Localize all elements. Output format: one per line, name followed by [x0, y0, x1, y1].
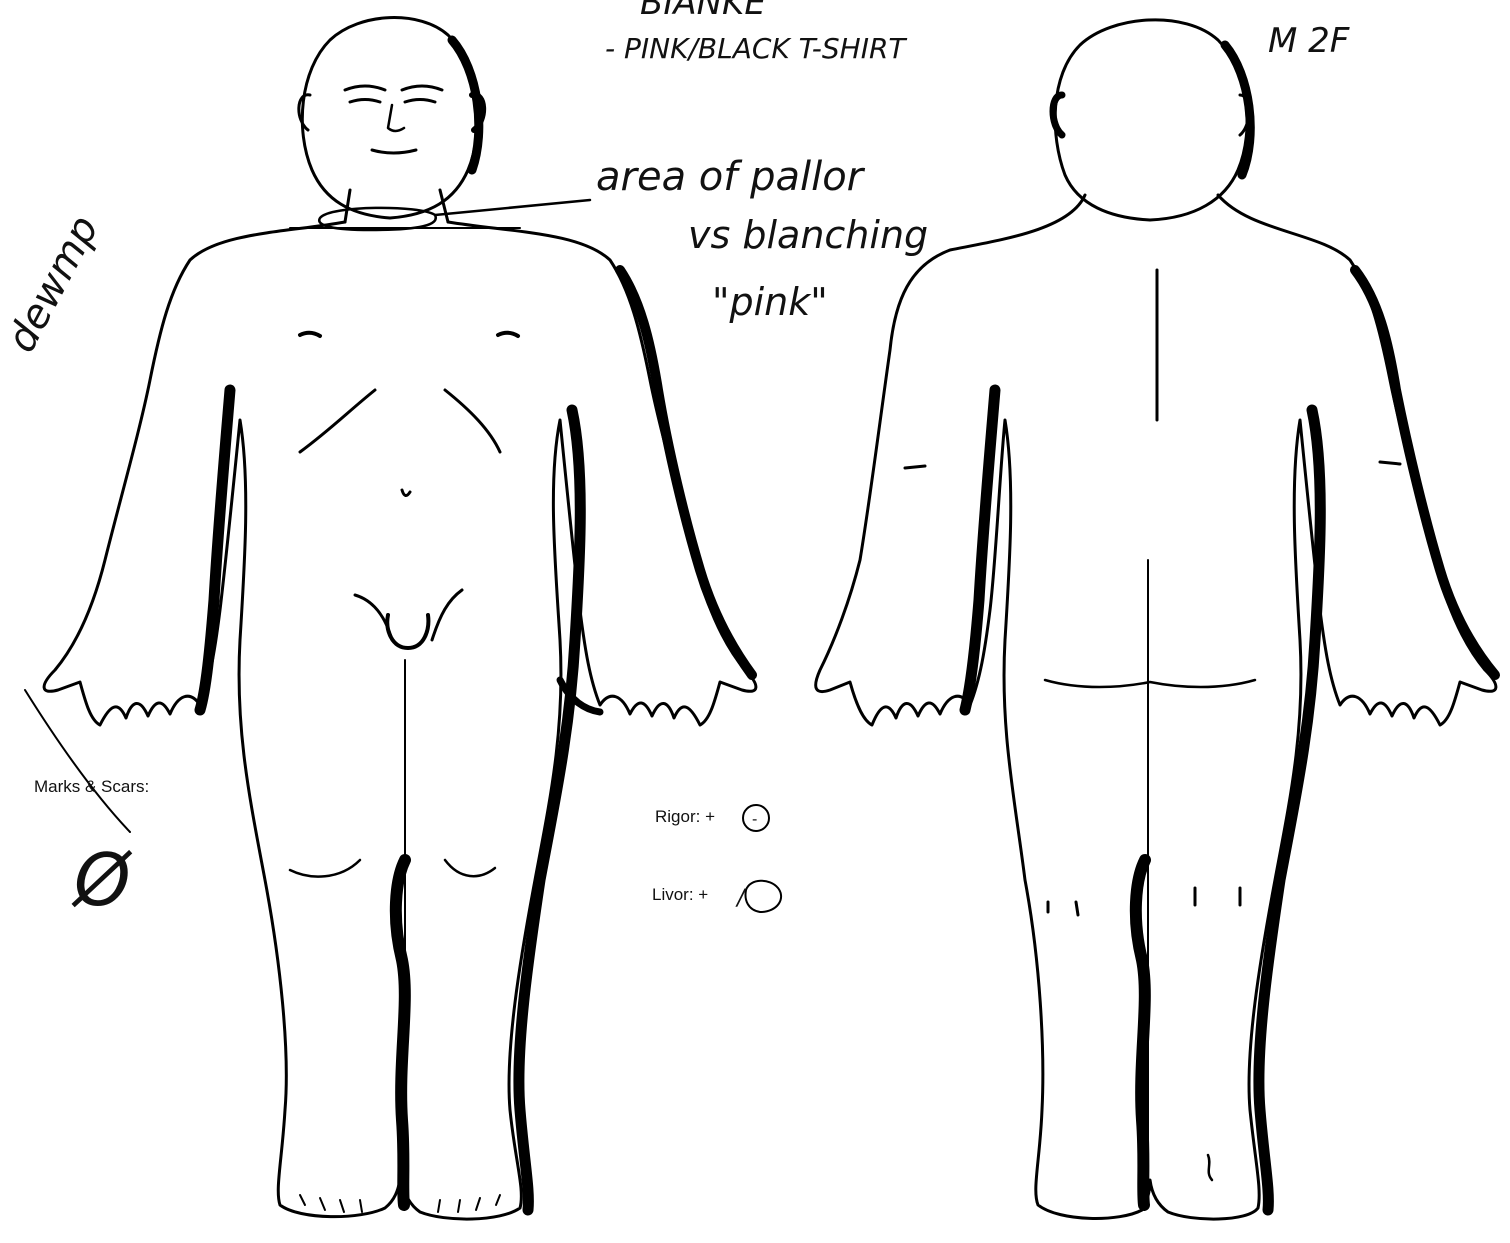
back-right-shadow	[1355, 270, 1495, 675]
front-navel	[402, 490, 410, 496]
pallor-leader-line	[435, 200, 590, 215]
front-right-eye	[405, 100, 435, 103]
note-sex-age: M 2F	[1268, 21, 1350, 61]
livor-circle	[746, 881, 782, 912]
note-left-margin: dewmp	[0, 208, 108, 359]
front-groin-right	[432, 590, 462, 640]
front-head-shadow	[452, 40, 479, 170]
front-left-knee	[290, 860, 360, 877]
note-marks-value: Ø	[71, 838, 133, 922]
front-right-ribline	[445, 390, 500, 452]
back-figure	[816, 20, 1496, 1219]
note-clothing-shirt: - PINK/BLACK T-SHIRT	[605, 32, 907, 65]
back-head-shadow	[1225, 45, 1250, 175]
front-left-eyebrow	[345, 86, 385, 90]
rigor-mark: -	[752, 811, 757, 828]
front-inner-leg-shadow	[396, 860, 405, 1205]
note-pallor-line2: vs blanching	[688, 213, 928, 257]
front-right-eyebrow	[402, 86, 442, 90]
marks-scars-label: Marks & Scars:	[34, 777, 149, 797]
rigor-label: Rigor: +	[655, 807, 715, 827]
note-clothing-top: BIANKE	[640, 0, 766, 23]
note-pallor-line1: area of pallor	[596, 154, 866, 200]
front-left-nipple	[300, 333, 320, 336]
front-right-toes	[438, 1195, 500, 1212]
front-right-knee	[445, 860, 495, 876]
front-neck-right	[440, 190, 448, 222]
marks-slash	[25, 690, 130, 832]
back-left-arm-shadow	[965, 390, 995, 710]
front-left-ribline	[300, 390, 375, 452]
back-left-elbow	[905, 466, 925, 468]
livor-label: Livor: +	[652, 885, 708, 905]
back-knee-marks	[1048, 888, 1240, 915]
back-right-elbow	[1380, 462, 1400, 464]
back-buttocks-line	[1045, 680, 1255, 687]
back-head-outline	[1055, 20, 1247, 220]
front-left-eye	[350, 100, 380, 103]
note-pallor-line3: "pink"	[712, 280, 828, 324]
back-heel-mark	[1208, 1155, 1212, 1180]
back-inner-leg-shadow	[1136, 860, 1145, 1205]
front-left-toes	[300, 1195, 362, 1212]
front-nose	[388, 105, 404, 131]
pallor-circle	[319, 208, 436, 230]
front-right-nipple	[498, 333, 518, 336]
handwritten-annotations	[25, 200, 781, 912]
front-mouth	[372, 150, 416, 153]
front-genitals	[387, 615, 428, 648]
back-left-ear	[1053, 95, 1062, 135]
